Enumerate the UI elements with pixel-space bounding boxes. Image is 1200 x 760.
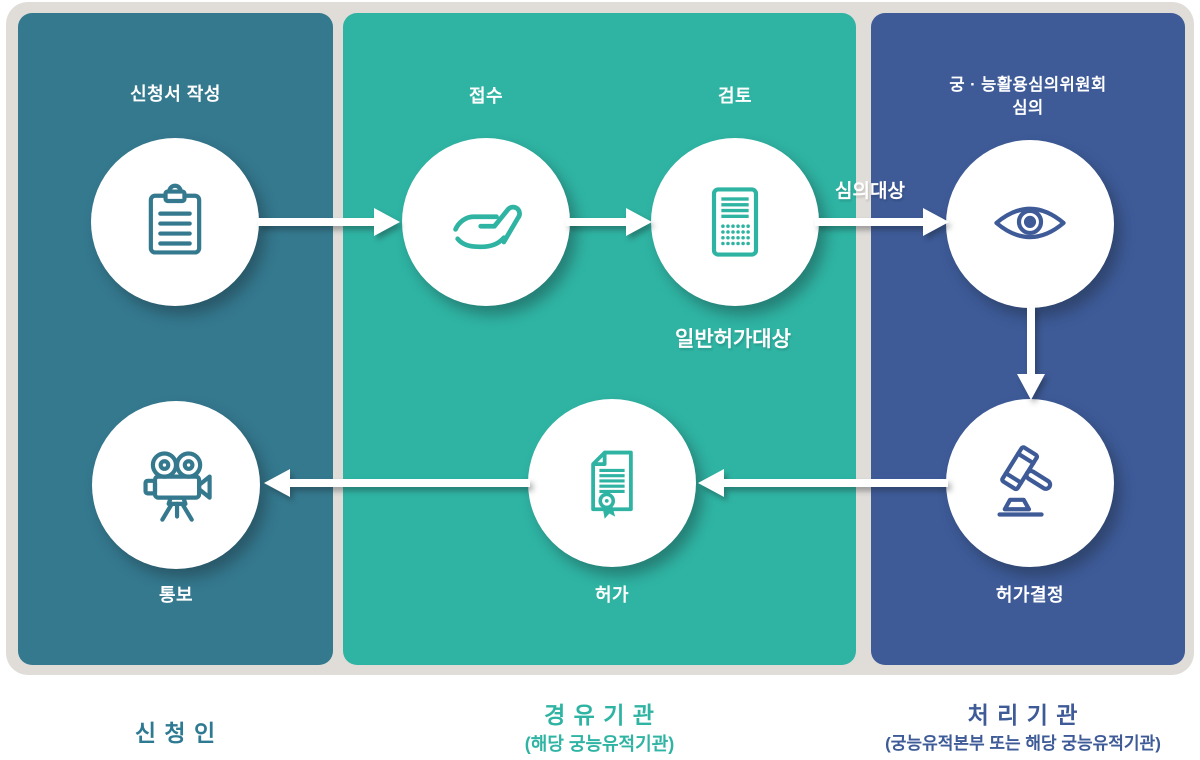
step-circle-committee-review <box>946 140 1114 308</box>
step-circle-write-application <box>91 138 259 306</box>
applicant-title: 신 청 인 <box>134 720 217 746</box>
column-title-processing-agency: 처 리 기 관 (궁능유적본부 또는 해당 궁능유적기관) <box>846 700 1200 758</box>
step-label-committee-review: 궁 · 능활용심의위원회 심의 <box>871 74 1185 120</box>
certificate-icon <box>591 450 633 519</box>
step-circle-review <box>651 138 819 306</box>
clipboard-icon <box>148 183 202 255</box>
arrow-shaft <box>724 479 948 487</box>
arrow-head-left-icon <box>264 469 290 497</box>
step-label-notification: 통보 <box>158 585 194 605</box>
column-title-applicant: 신 청 인 <box>18 718 333 748</box>
arrow-shaft <box>258 218 374 226</box>
annotation-deliberation-target: 심의대상 <box>835 181 905 202</box>
step-label-review: 검토 <box>717 86 753 106</box>
arrow-shaft <box>1027 306 1035 374</box>
arrow-head-right-icon <box>923 208 949 236</box>
arrow-shaft <box>815 218 923 226</box>
arrow-head-down-icon <box>1017 374 1045 400</box>
step-circle-permit <box>528 399 696 567</box>
arrow-receipt-to-review <box>566 208 652 236</box>
step-label-write-application: 신청서 작성 <box>130 84 221 104</box>
via-agency-subtitle: (해당 궁능유적기관) <box>524 734 675 754</box>
arrow-head-left-icon <box>698 469 724 497</box>
via-agency-title: 경 유 기 관 <box>544 702 655 728</box>
step-label-permit: 허가 <box>594 585 630 605</box>
arrow-committee-to-decision <box>1017 306 1045 400</box>
arrow-shaft <box>290 479 530 487</box>
eye-icon <box>994 206 1066 240</box>
step-circle-receipt <box>402 138 570 306</box>
step-circle-notification <box>92 401 260 569</box>
arrow-write-to-receipt <box>258 208 400 236</box>
arrow-head-right-icon <box>626 208 652 236</box>
committee-label-line2: 심의 <box>1012 99 1044 117</box>
processing-agency-subtitle: (궁능유적본부 또는 해당 궁능유적기관) <box>885 734 1161 753</box>
arrow-head-right-icon <box>374 208 400 236</box>
column-title-via-agency: 경 유 기 관 (해당 궁능유적기관) <box>343 700 856 758</box>
processing-agency-title: 처 리 기 관 <box>967 702 1079 728</box>
movie-camera-icon <box>143 451 212 522</box>
arrow-shaft <box>566 218 626 226</box>
arrow-review-to-committee <box>815 208 949 236</box>
document-grid-icon <box>711 187 759 257</box>
arrow-permit-to-notification <box>264 469 530 497</box>
annotation-general-permit-target: 일반허가대상 <box>675 328 791 351</box>
arrow-decision-to-permit <box>698 469 948 497</box>
step-label-permit-decision: 허가결정 <box>995 585 1065 605</box>
hand-icon <box>453 204 522 250</box>
step-label-receipt: 접수 <box>468 86 504 106</box>
step-circle-permit-decision <box>946 399 1114 567</box>
committee-label-line1: 궁 · 능활용심의위원회 <box>949 76 1107 94</box>
gavel-icon <box>997 445 1053 517</box>
